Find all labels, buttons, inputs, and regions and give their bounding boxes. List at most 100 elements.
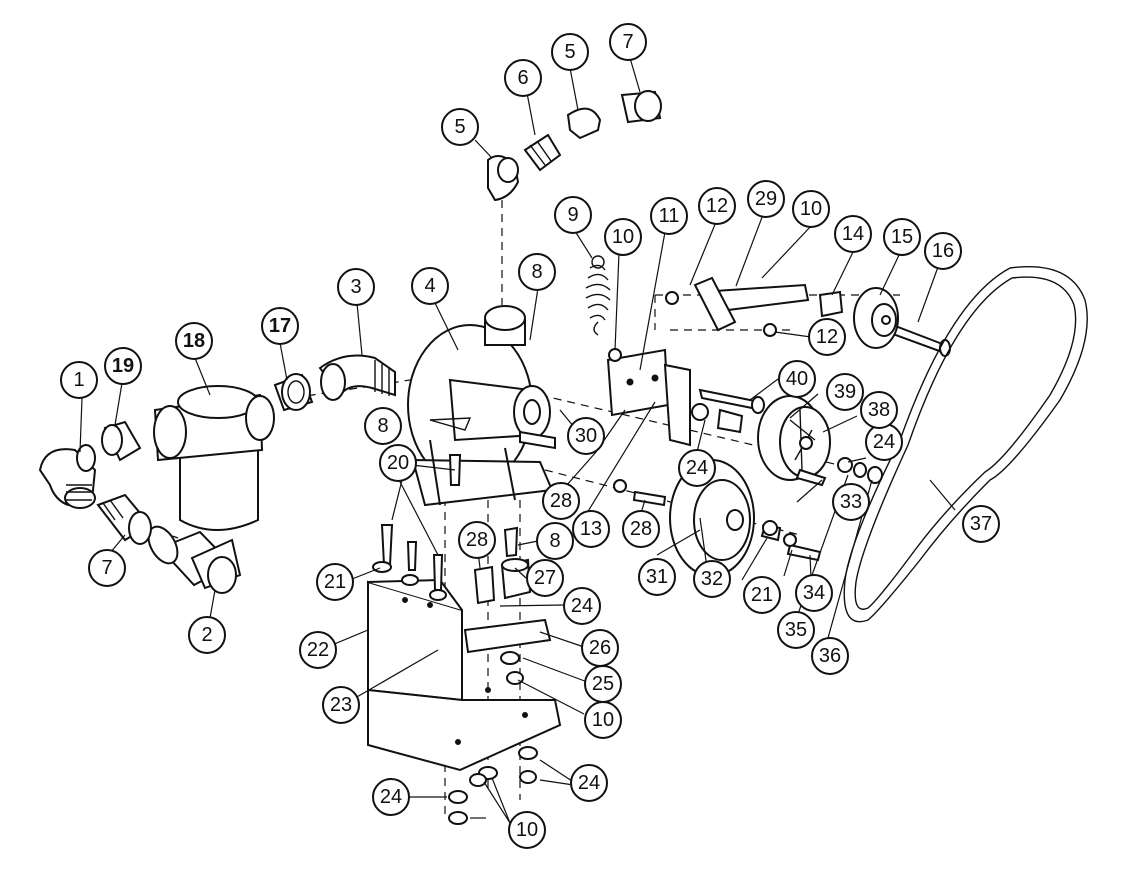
bolts (698, 290, 951, 414)
svg-text:5: 5 (564, 41, 575, 63)
callout-8-upper: 8 (518, 253, 556, 291)
pump-housing-part (407, 305, 556, 507)
svg-text:24: 24 (686, 457, 708, 479)
callout-16: 16 (924, 232, 962, 270)
svg-text:29: 29 (755, 188, 777, 210)
callout-28-middle: 28 (542, 482, 580, 520)
svg-text:10: 10 (592, 709, 614, 731)
callout-32: 32 (693, 560, 731, 598)
callout-6: 6 (504, 59, 542, 97)
svg-text:22: 22 (307, 639, 329, 661)
callout-24-c: 24 (563, 587, 601, 625)
svg-text:10: 10 (516, 819, 538, 841)
engine-pulley-part (669, 459, 822, 577)
callout-9: 9 (554, 196, 592, 234)
callout-1: 1 (60, 361, 98, 399)
callout-19: 19 (104, 347, 142, 385)
svg-text:33: 33 (840, 491, 862, 513)
svg-text:10: 10 (800, 198, 822, 220)
svg-text:20: 20 (387, 452, 409, 474)
callout-28-left: 28 (458, 521, 496, 559)
callout-23: 23 (322, 686, 360, 724)
svg-text:1: 1 (73, 369, 84, 391)
pump-pulley-part (691, 395, 831, 481)
callout-28-right: 28 (622, 510, 660, 548)
svg-text:24: 24 (578, 772, 600, 794)
svg-text:15: 15 (891, 226, 913, 248)
svg-text:7: 7 (101, 557, 112, 579)
callout-2: 2 (188, 616, 226, 654)
callout-12-b: 12 (808, 318, 846, 356)
svg-text:8: 8 (377, 415, 388, 437)
svg-text:34: 34 (803, 582, 825, 604)
callout-24-d: 24 (570, 764, 608, 802)
callout-30: 30 (567, 417, 605, 455)
callout-5-lower: 5 (441, 108, 479, 146)
svg-text:8: 8 (549, 530, 560, 552)
callout-14: 14 (834, 215, 872, 253)
key-and-washers (613, 457, 883, 547)
svg-text:5: 5 (454, 116, 465, 138)
svg-text:2: 2 (201, 624, 212, 646)
adapter-left-part (96, 493, 152, 545)
callout-25: 25 (584, 665, 622, 703)
svg-text:6: 6 (517, 67, 528, 89)
svg-text:28: 28 (466, 529, 488, 551)
callout-21-left: 21 (316, 563, 354, 601)
nipple-19-part (101, 420, 142, 462)
leader-lines (79, 57, 956, 824)
svg-text:19: 19 (112, 355, 134, 377)
callout-20: 20 (379, 444, 417, 482)
callout-10-c: 10 (584, 701, 622, 739)
callout-17: 17 (261, 307, 299, 345)
svg-text:27: 27 (534, 567, 556, 589)
svg-text:36: 36 (819, 645, 841, 667)
svg-text:26: 26 (589, 637, 611, 659)
callout-8-middle: 8 (364, 407, 402, 445)
callout-24-e: 24 (372, 778, 410, 816)
street-elbow-part (318, 354, 396, 401)
svg-text:21: 21 (324, 571, 346, 593)
callout-10-a: 10 (604, 218, 642, 256)
callout-10-b: 10 (792, 190, 830, 228)
svg-text:39: 39 (834, 381, 856, 403)
spring-part (585, 255, 611, 336)
callout-35: 35 (777, 611, 815, 649)
callout-5-upper: 5 (551, 33, 589, 71)
callout-27: 27 (526, 559, 564, 597)
callout-40: 40 (778, 360, 816, 398)
svg-text:30: 30 (575, 425, 597, 447)
callout-7-left: 7 (88, 549, 126, 587)
callout-11: 11 (650, 197, 688, 235)
callout-15: 15 (883, 218, 921, 256)
svg-text:11: 11 (659, 205, 680, 227)
callout-24-b: 24 (865, 423, 903, 461)
svg-text:7: 7 (622, 31, 633, 53)
idler-pulley-part (853, 287, 899, 349)
svg-text:17: 17 (269, 315, 291, 337)
discharge-fittings (487, 90, 662, 202)
svg-text:18: 18 (183, 330, 205, 352)
svg-text:14: 14 (842, 223, 864, 245)
mounting-bracket-part (367, 578, 562, 772)
callout-8-lower: 8 (536, 522, 574, 560)
svg-text:24: 24 (571, 595, 593, 617)
svg-text:10: 10 (612, 226, 634, 248)
callout-33: 33 (832, 483, 870, 521)
svg-text:24: 24 (380, 786, 402, 808)
strainer-body-part (153, 385, 275, 531)
svg-text:23: 23 (330, 694, 352, 716)
svg-text:25: 25 (592, 673, 614, 695)
bushing-17-part (273, 373, 314, 412)
svg-text:35: 35 (785, 619, 807, 641)
svg-text:21: 21 (751, 584, 773, 606)
callout-3: 3 (337, 268, 375, 306)
callout-4: 4 (411, 267, 449, 305)
idler-arm-part (606, 276, 810, 447)
svg-text:24: 24 (873, 431, 895, 453)
svg-text:28: 28 (630, 518, 652, 540)
callout-38: 38 (860, 391, 898, 429)
callout-18: 18 (175, 322, 213, 360)
callout-13: 13 (572, 510, 610, 548)
elbow-fitting-part (38, 444, 97, 509)
